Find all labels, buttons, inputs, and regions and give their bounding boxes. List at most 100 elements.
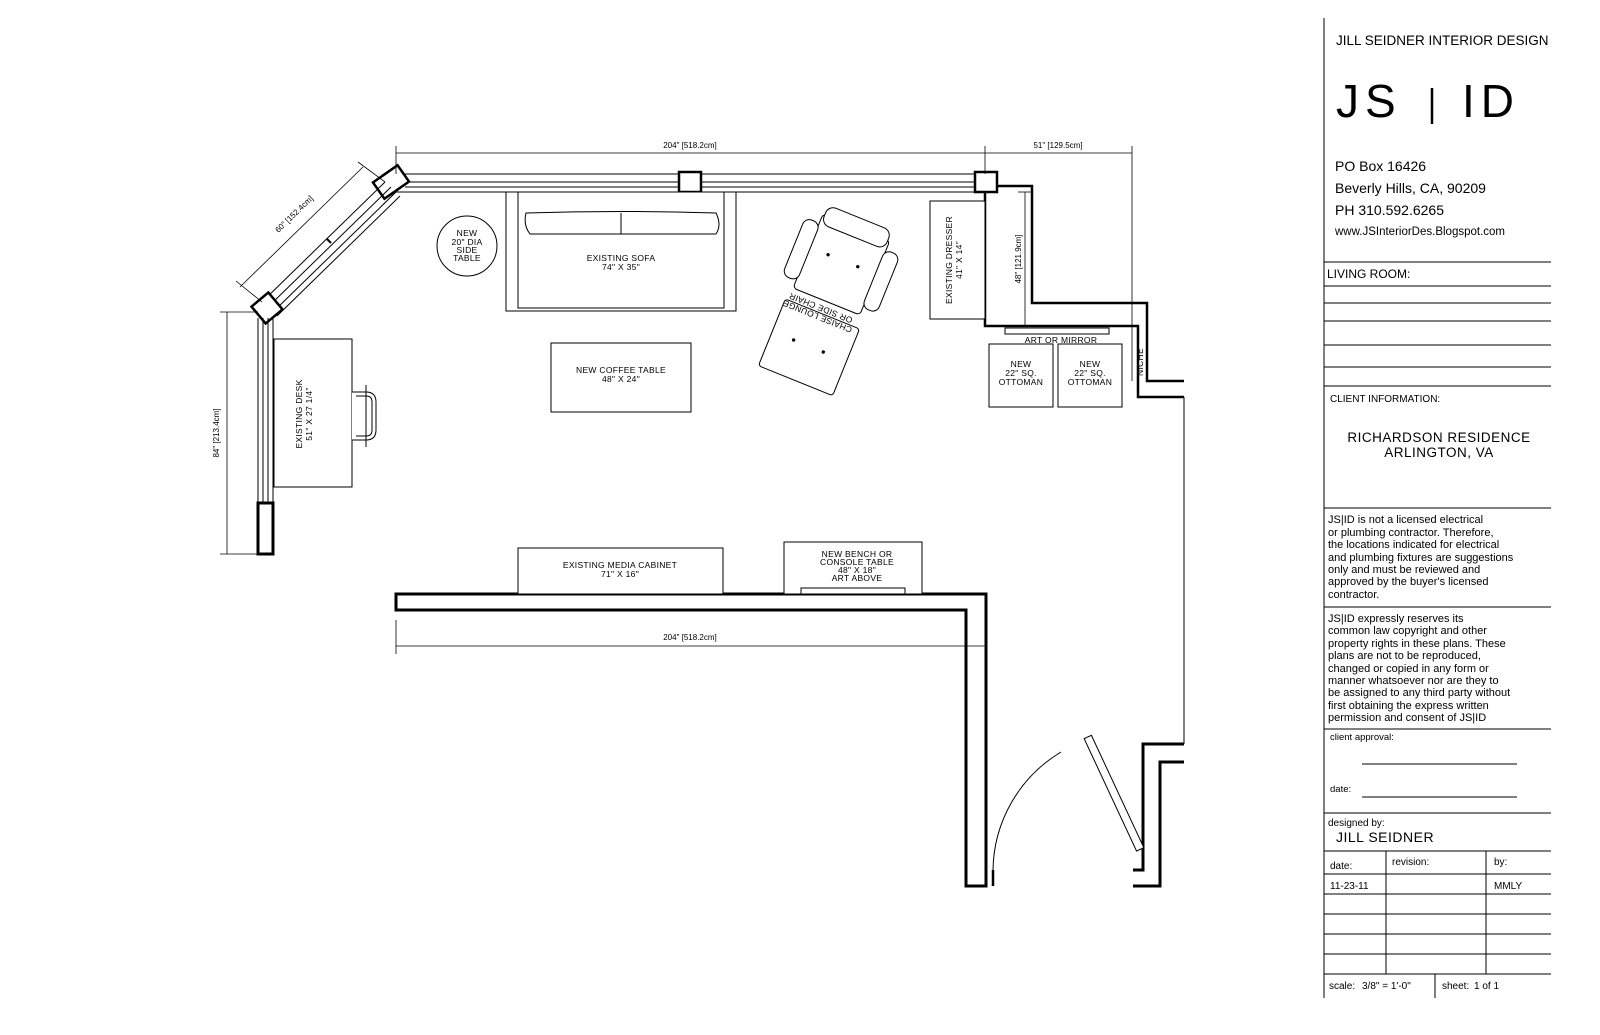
client-heading: CLIENT INFORMATION: <box>1330 394 1440 405</box>
door-swing <box>992 734 1145 871</box>
new-bench-console: NEW BENCH OR CONSOLE TABLE 48" X 18" ART… <box>783 541 923 595</box>
svg-text:manner whatsoever nor are they: manner whatsoever nor are they to <box>1328 675 1499 687</box>
svg-text:22" SQ.: 22" SQ. <box>1074 368 1106 378</box>
scale-label: scale: <box>1329 981 1355 992</box>
svg-text:EXISTING DRESSER: EXISTING DRESSER <box>944 216 954 304</box>
svg-text:changed or copied in any form: changed or copied in any form or <box>1328 663 1489 675</box>
svg-text:ART ABOVE: ART ABOVE <box>832 573 883 583</box>
furniture: NEW 20" DIA SIDE TABLE EXISTING SOFA 74"… <box>273 191 1145 595</box>
svg-text:51" X 27 1/4": 51" X 27 1/4" <box>304 387 314 440</box>
top-right-column <box>973 170 999 194</box>
niche-label: NICHE <box>1135 348 1145 376</box>
existing-dresser: EXISTING DRESSER 41" X 14" <box>929 200 986 320</box>
designed-by-label: designed by: <box>1328 818 1385 829</box>
svg-text:EXISTING DESK: EXISTING DESK <box>294 379 304 448</box>
left-bottom-column <box>256 501 275 556</box>
svg-text:or plumbing contractor. Theref: or plumbing contractor. Therefore, <box>1328 527 1494 539</box>
client-city: ARLINGTON, VA <box>1384 445 1494 460</box>
svg-text:JS|ID is not a licensed electr: JS|ID is not a licensed electrical <box>1328 514 1483 526</box>
left-window-wall <box>257 318 274 503</box>
existing-sofa: EXISTING SOFA 74" X 35" <box>505 191 737 312</box>
svg-text:48" X 24": 48" X 24" <box>602 374 640 384</box>
rev-date-label: date: <box>1330 861 1352 872</box>
svg-text:permission and consent of JS|I: permission and consent of JS|ID <box>1328 712 1486 724</box>
svg-text:48" X 18": 48" X 18" <box>838 565 876 575</box>
door-wall-right-outer <box>1133 742 1184 872</box>
svg-text:first obtaining the express wr: first obtaining the express written <box>1328 700 1489 712</box>
disclaimer-electrical: JS|ID is not a licensed electrical or pl… <box>1328 514 1514 601</box>
approval-date-label: date: <box>1330 784 1351 795</box>
svg-text:NEW BENCH OR: NEW BENCH OR <box>822 549 893 559</box>
bottom-wall <box>394 592 988 888</box>
svg-text:and plumbing fixtures are sugg: and plumbing fixtures are suggestions <box>1328 552 1514 564</box>
svg-text:NEW COFFEE TABLE: NEW COFFEE TABLE <box>576 365 666 375</box>
ottoman-1: NEW 22" SQ. OTTOMAN <box>988 343 1054 408</box>
svg-text:74" X 35": 74" X 35" <box>602 262 640 272</box>
company-name: JILL SEIDNER INTERIOR DESIGN <box>1336 33 1549 48</box>
svg-text:approved by the buyer's licens: approved by the buyer's licensed <box>1328 576 1488 588</box>
scale-value: 3/8" = 1'-0" <box>1362 981 1411 992</box>
svg-text:the locations indicated for el: the locations indicated for electrical <box>1328 539 1499 551</box>
svg-text:contractor.: contractor. <box>1328 589 1379 601</box>
door-wall-right <box>1133 760 1184 888</box>
address-line-2: Beverly Hills, CA, 90209 <box>1335 180 1486 196</box>
dim-top-right: 51" [129.5cm] <box>1033 141 1082 150</box>
dim-right-height: 48" [121.9cm] <box>1014 234 1023 283</box>
bay-window-wall <box>261 181 401 317</box>
svg-text:71" X 16": 71" X 16" <box>601 569 639 579</box>
svg-text:JS|ID expressly reserves its: JS|ID expressly reserves its <box>1328 613 1464 625</box>
svg-text:SIDE: SIDE <box>456 245 477 255</box>
designer-name: JILL SEIDNER <box>1336 829 1434 845</box>
room-heading: LIVING ROOM: <box>1327 267 1410 281</box>
new-coffee-table: NEW COFFEE TABLE 48" X 24" <box>550 342 692 413</box>
svg-text:OTTOMAN: OTTOMAN <box>999 377 1043 387</box>
svg-text:20" DIA: 20" DIA <box>451 237 482 247</box>
revision-label: revision: <box>1392 857 1429 868</box>
company-logo: JS <box>1336 75 1402 127</box>
svg-text:EXISTING SOFA: EXISTING SOFA <box>587 253 656 263</box>
address-line-1: PO Box 16426 <box>1335 158 1426 174</box>
dimension-lines <box>220 146 1133 654</box>
walls <box>249 163 1185 888</box>
svg-text:41" X 14": 41" X 14" <box>954 241 964 279</box>
svg-text:ART OR MIRROR: ART OR MIRROR <box>1025 335 1098 345</box>
svg-text:EXISTING MEDIA CABINET: EXISTING MEDIA CABINET <box>563 560 677 570</box>
svg-text:NEW: NEW <box>1011 359 1032 369</box>
website: www.JSInteriorDes.Blogspot.com <box>1334 226 1505 238</box>
svg-text:be assigned to any third party: be assigned to any third party without <box>1328 687 1510 699</box>
by-label: by: <box>1494 857 1507 868</box>
svg-text:CONSOLE TABLE: CONSOLE TABLE <box>820 557 894 567</box>
svg-text:common law copyright and other: common law copyright and other <box>1328 625 1487 637</box>
svg-text:property rights in these plans: property rights in these plans. These <box>1328 638 1506 650</box>
disclaimer-copyright: JS|ID expressly reserves its common law … <box>1328 613 1510 724</box>
right-wall-outer <box>997 184 1184 383</box>
existing-media-cabinet: EXISTING MEDIA CABINET 71" X 16" <box>517 547 724 595</box>
svg-text:plans are not to be reproduced: plans are not to be reproduced, <box>1328 650 1481 662</box>
top-left-column <box>371 163 411 201</box>
ottoman-2: NEW 22" SQ. OTTOMAN <box>1057 343 1123 408</box>
art-or-mirror: ART OR MIRROR <box>1004 327 1110 345</box>
rev-date: 11-23-11 <box>1330 881 1369 892</box>
svg-text:only and must be reviewed and: only and must be reviewed and <box>1328 564 1480 576</box>
existing-desk: EXISTING DESK 51" X 27 1/4" <box>273 338 377 488</box>
rev-by: MMLY <box>1494 881 1522 892</box>
sheet-value: 1 of 1 <box>1474 981 1499 992</box>
chaise-lounge <box>758 207 899 396</box>
top-mid-column <box>677 170 703 194</box>
dim-bay-diagonal: 60" [152.4cm] <box>273 194 315 235</box>
dim-top-width: 204" [518.2cm] <box>663 141 717 150</box>
phone: PH 310.592.6265 <box>1335 202 1444 218</box>
svg-text:22" SQ.: 22" SQ. <box>1005 368 1037 378</box>
client-approval-label: client approval: <box>1330 732 1394 743</box>
dim-bottom-width: 204" [518.2cm] <box>663 633 717 642</box>
svg-text:NEW: NEW <box>1080 359 1101 369</box>
sheet-label: sheet: <box>1442 981 1469 992</box>
dim-left-height: 84" [213.4cm] <box>212 408 221 457</box>
client-name: RICHARDSON RESIDENCE <box>1347 430 1530 445</box>
side-table: NEW 20" DIA SIDE TABLE <box>436 215 498 277</box>
svg-text:TABLE: TABLE <box>453 253 481 263</box>
title-block: JILL SEIDNER INTERIOR DESIGN JS ID PO Bo… <box>1323 18 1551 998</box>
company-logo-right: ID <box>1462 75 1520 127</box>
svg-text:NEW: NEW <box>457 228 478 238</box>
